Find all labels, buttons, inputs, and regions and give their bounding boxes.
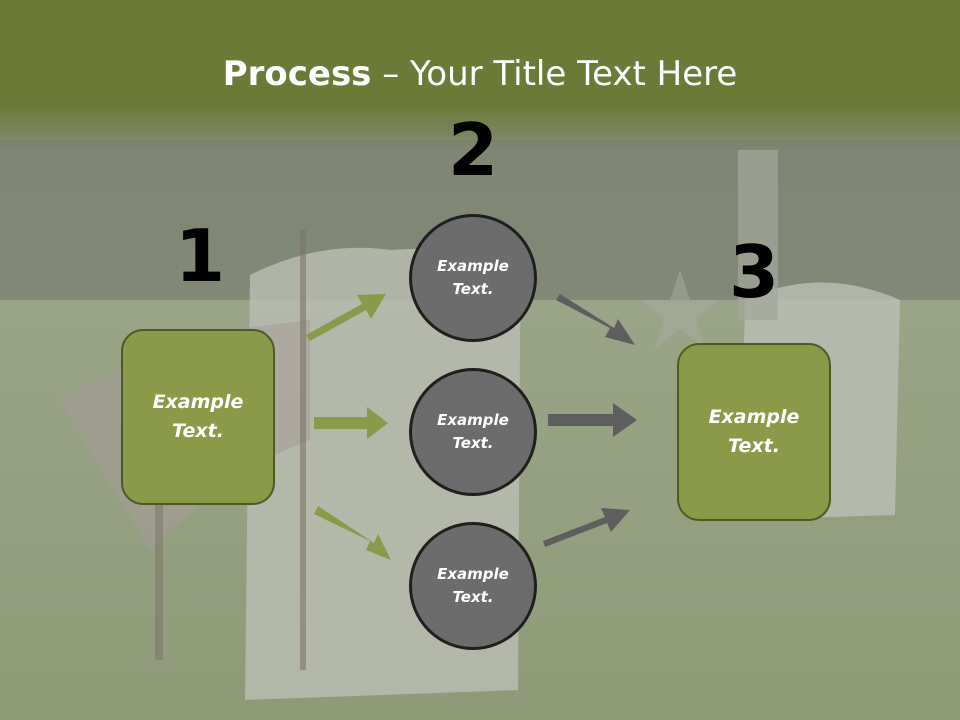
step-2-circle-top: Example Text. [409, 214, 537, 342]
title-banner [0, 0, 960, 150]
step-2-circle-middle: Example Text. [409, 368, 537, 496]
step-1-number: 1 [174, 214, 226, 298]
step-3-number: 3 [728, 230, 780, 314]
title-bold: Process [222, 54, 372, 94]
step-2-circle-top-text: Example Text. [437, 257, 509, 298]
arrow-middle-to-box3 [548, 403, 637, 437]
arrow-to-top-circle [306, 294, 386, 341]
step-1-box: Example Text. [121, 329, 275, 505]
step-2-circle-bottom-text: Example Text. [437, 565, 509, 606]
arrow-to-bottom-circle [314, 506, 391, 560]
arrow-top-to-box3 [556, 294, 635, 345]
step-1-text: Example Text. [152, 391, 244, 442]
step-2-number: 2 [447, 108, 499, 192]
step-3-text: Example Text. [708, 406, 800, 457]
slide-title: Process – Your Title Text Here [0, 52, 960, 96]
step-2-circle-middle-text: Example Text. [437, 411, 509, 452]
arrow-to-middle-circle [314, 407, 388, 439]
title-rest: – Your Title Text Here [371, 54, 738, 94]
arrow-bottom-to-box3 [543, 508, 630, 547]
step-3-box: Example Text. [677, 343, 831, 521]
step-2-circle-bottom: Example Text. [409, 522, 537, 650]
